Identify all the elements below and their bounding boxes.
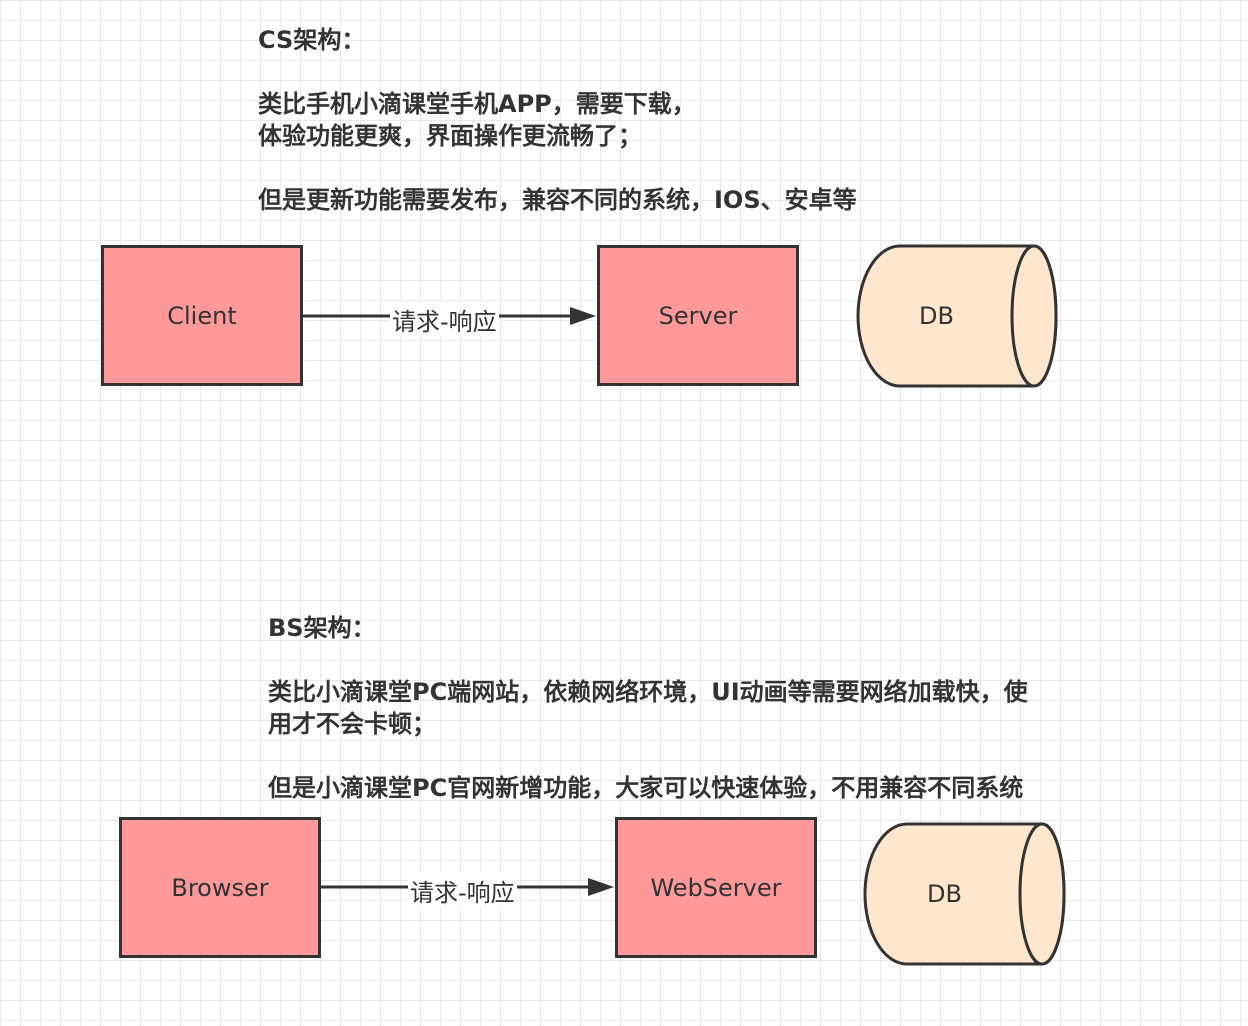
bs-desc-line3: 但是小滴课堂PC官网新增功能，大家可以快速体验，不用兼容不同系统 — [268, 774, 1024, 802]
server-label: Server — [658, 301, 738, 330]
bs-desc-line1: 类比小滴课堂PC端网站，依赖网络环境，UI动画等需要网络加载快，使 — [268, 678, 1028, 706]
browser-label: Browser — [171, 873, 269, 902]
cs-description: CS架构： 类比手机小滴课堂手机APP，需要下载， 体验功能更爽，界面操作更流畅… — [258, 24, 857, 216]
cs-desc-line3: 但是更新功能需要发布，兼容不同的系统，IOS、安卓等 — [258, 186, 857, 214]
bs-db-label: DB — [927, 880, 962, 908]
bs-db-cylinder[interactable] — [863, 822, 1066, 966]
cs-arrowhead — [570, 307, 596, 325]
cs-db-cylinder[interactable] — [856, 244, 1058, 388]
bs-description: BS架构： 类比小滴课堂PC端网站，依赖网络环境，UI动画等需要网络加载快，使 … — [268, 612, 1028, 804]
cs-title: CS架构： — [258, 26, 366, 54]
webserver-label: WebServer — [650, 873, 782, 902]
bs-desc-line2: 用才不会卡顿； — [268, 710, 436, 738]
server-node[interactable]: Server — [597, 245, 799, 386]
webserver-node[interactable]: WebServer — [615, 817, 817, 958]
cs-db-label: DB — [919, 302, 954, 330]
cs-desc-line1: 类比手机小滴课堂手机APP，需要下载， — [258, 90, 696, 118]
bs-arrowhead — [588, 878, 614, 896]
client-node[interactable]: Client — [101, 245, 303, 386]
client-label: Client — [167, 301, 237, 330]
bs-edge-label: 请求-响应 — [408, 873, 517, 908]
cs-edge-label: 请求-响应 — [390, 302, 499, 337]
browser-node[interactable]: Browser — [119, 817, 321, 958]
bs-title: BS架构： — [268, 614, 376, 642]
cs-desc-line2: 体验功能更爽，界面操作更流畅了； — [258, 122, 642, 150]
